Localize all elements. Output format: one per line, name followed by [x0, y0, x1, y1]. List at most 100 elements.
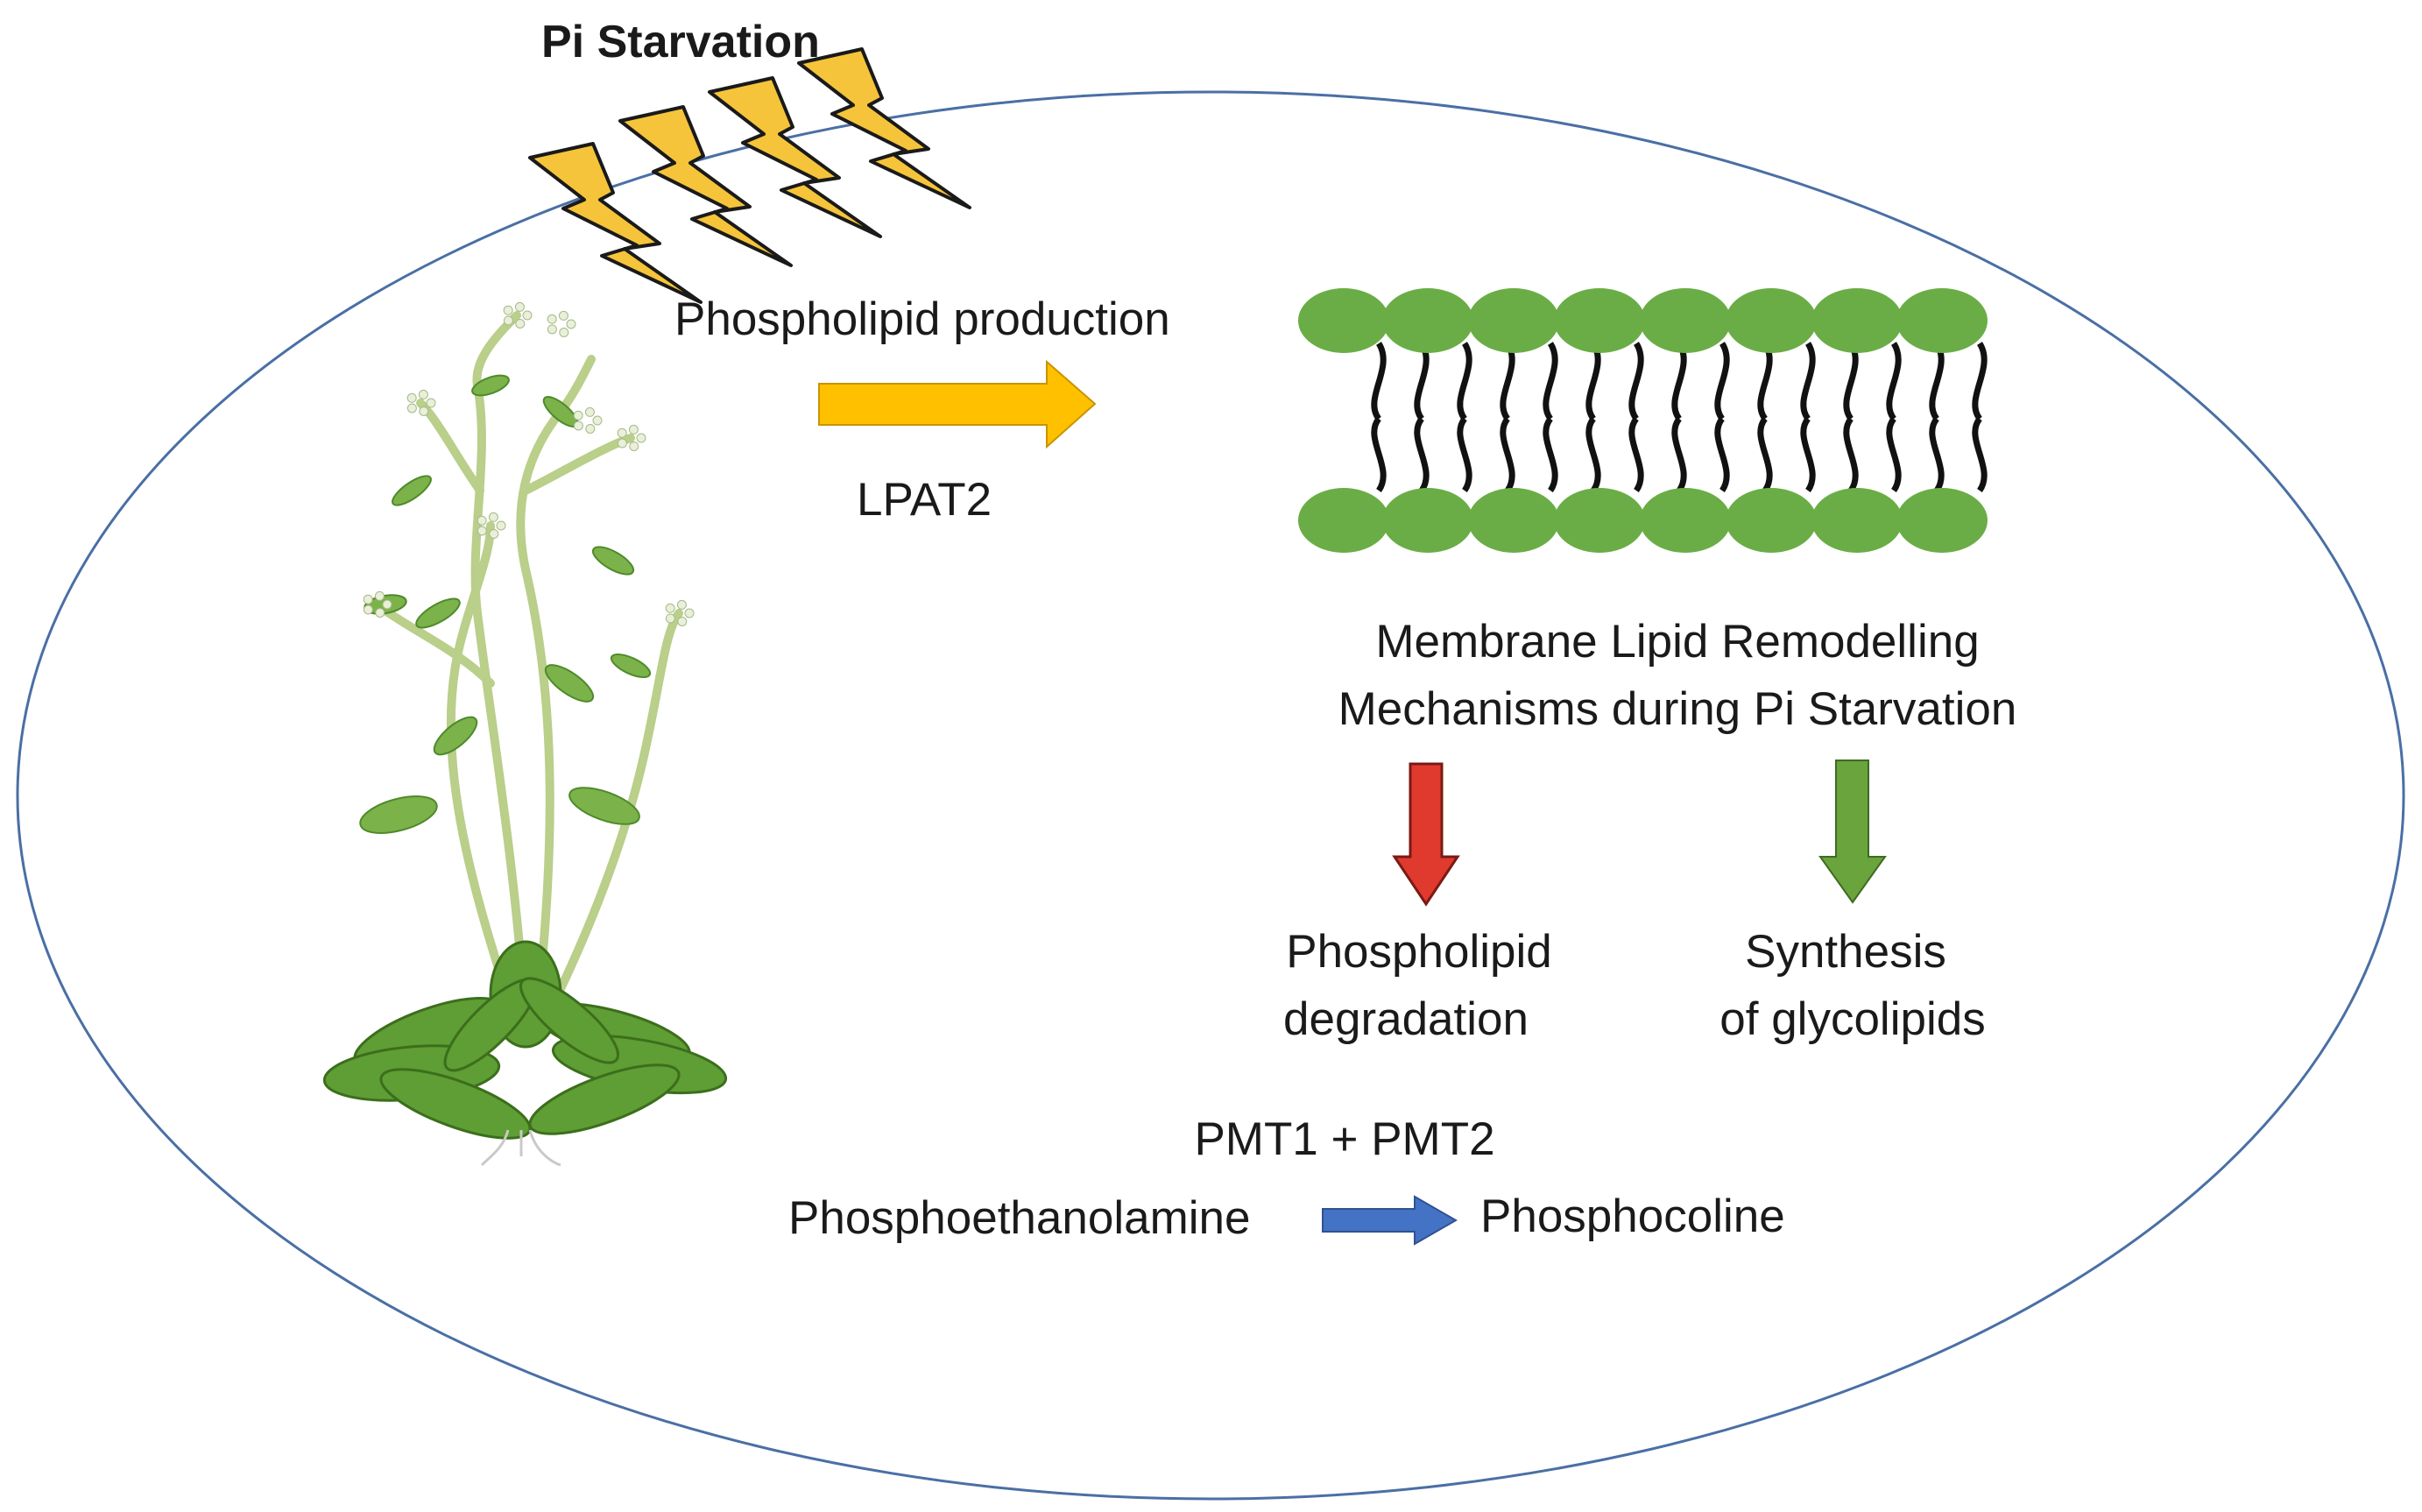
- plant-flower: [566, 319, 576, 329]
- lipid-head: [1811, 288, 1903, 353]
- lipid-tail: [1843, 416, 1859, 493]
- lipid-head: [1554, 288, 1645, 353]
- plant-flower: [363, 594, 373, 604]
- plant-illustration: [322, 301, 728, 1167]
- plant-flower: [374, 590, 385, 601]
- plant-flower: [426, 398, 436, 408]
- plant-stem: [470, 311, 530, 1029]
- plant-flower: [617, 438, 627, 449]
- plant-leaf: [471, 374, 510, 397]
- lipid-tail: [1972, 342, 1988, 421]
- lipid-head: [1726, 288, 1817, 353]
- plant-flower: [547, 324, 557, 335]
- plant-flower: [547, 314, 557, 324]
- lightning-bolt-icon: [797, 47, 971, 209]
- glycolipid-label-line1: Synthesis: [1745, 926, 1946, 978]
- lipid-head: [1554, 488, 1645, 553]
- lipid-head: [1640, 288, 1731, 353]
- plant-flower: [559, 327, 569, 337]
- lipid-head: [1298, 488, 1389, 553]
- plant-leaf: [610, 653, 652, 679]
- plant-flower: [573, 410, 583, 420]
- plant-flower: [665, 603, 675, 613]
- lightning-bolt-icon: [528, 142, 703, 304]
- lipid-tail: [1457, 342, 1472, 421]
- plant-flower: [375, 607, 385, 618]
- membrane-caption-line1: Membrane Lipid Remodelling: [1375, 616, 1980, 668]
- lipid-tail: [1929, 342, 1945, 421]
- plant-flower: [677, 616, 688, 626]
- lipid-head: [1640, 488, 1731, 553]
- lipid-tail: [1886, 416, 1902, 493]
- plant-stem: [446, 521, 521, 1029]
- plant-flower: [406, 392, 417, 403]
- production-arrow: [818, 359, 1097, 449]
- lipid-tail: [1414, 342, 1430, 421]
- lipid-tail: [1500, 416, 1515, 493]
- lipid-tail: [1543, 416, 1558, 493]
- lipid-tail: [1371, 342, 1387, 421]
- plant-leaf: [568, 787, 640, 825]
- cell-boundary: [16, 90, 2405, 1501]
- plant-leaf: [359, 795, 438, 834]
- lipid-tail: [1972, 416, 1988, 493]
- lipid-tail: [1800, 416, 1816, 493]
- degradation-label-line2: degradation: [1283, 993, 1529, 1045]
- lipid-tail: [1628, 416, 1644, 493]
- phosphoethanolamine-label: Phosphoethanolamine: [788, 1192, 1251, 1244]
- plant-flower: [628, 424, 639, 435]
- plant-flower: [617, 427, 627, 438]
- plant-flower: [406, 403, 417, 413]
- plant-stem: [539, 609, 683, 1029]
- lipid-tail: [1929, 416, 1945, 493]
- rosette-leaf: [519, 977, 619, 1064]
- lipid-head: [1896, 488, 1988, 553]
- glycolipid-label-line2: of glycolipids: [1719, 993, 1986, 1045]
- plant-flower: [496, 520, 506, 531]
- plant-leaf: [544, 664, 595, 703]
- plant-flower: [418, 389, 428, 399]
- lipid-head: [1382, 488, 1473, 553]
- plant-flower: [477, 515, 487, 526]
- plant-flower: [514, 301, 525, 312]
- plant-flower: [522, 310, 533, 321]
- plant-flower: [363, 604, 373, 615]
- lipid-tail: [1671, 342, 1687, 421]
- lipid-tail: [1800, 342, 1816, 421]
- lipid-tail: [1585, 416, 1601, 493]
- plant-flower: [488, 512, 498, 522]
- lipid-tail: [1843, 342, 1859, 421]
- lipid-tail: [1414, 416, 1430, 493]
- degradation-arrow: [1392, 762, 1460, 907]
- degradation-label-line1: Phospholipid: [1286, 926, 1552, 978]
- plant-flower: [592, 415, 603, 426]
- plant-flower: [676, 599, 687, 610]
- plant-flower: [684, 608, 695, 618]
- lipid-tail: [1371, 416, 1387, 493]
- lipid-head: [1382, 288, 1473, 353]
- plant-leaf: [591, 546, 635, 576]
- plant-flower: [477, 526, 487, 536]
- lipid-head: [1468, 488, 1559, 553]
- lpat2-label: LPAT2: [857, 474, 992, 526]
- lipid-tail: [1457, 416, 1472, 493]
- plant-roots: [480, 1129, 561, 1167]
- lipid-tail: [1543, 342, 1558, 421]
- pi-starvation-title: Pi Starvation: [541, 17, 820, 67]
- lightning-bolt-icon: [708, 76, 882, 238]
- plant-flower: [503, 305, 513, 315]
- plant-flower: [558, 310, 568, 321]
- plant-flower: [503, 315, 513, 326]
- glycolipid-arrow: [1818, 760, 1887, 904]
- plant-flower: [665, 613, 675, 624]
- plant-leaf: [415, 597, 461, 629]
- plant-leaf: [433, 716, 478, 756]
- rosette-leaf: [528, 1063, 681, 1135]
- lipid-tail: [1757, 342, 1773, 421]
- lipid-tail: [1628, 342, 1644, 421]
- plant-leaf: [392, 475, 432, 506]
- plant-flower: [584, 406, 595, 417]
- pmt-arrow: [1322, 1195, 1458, 1246]
- lipid-head: [1726, 488, 1817, 553]
